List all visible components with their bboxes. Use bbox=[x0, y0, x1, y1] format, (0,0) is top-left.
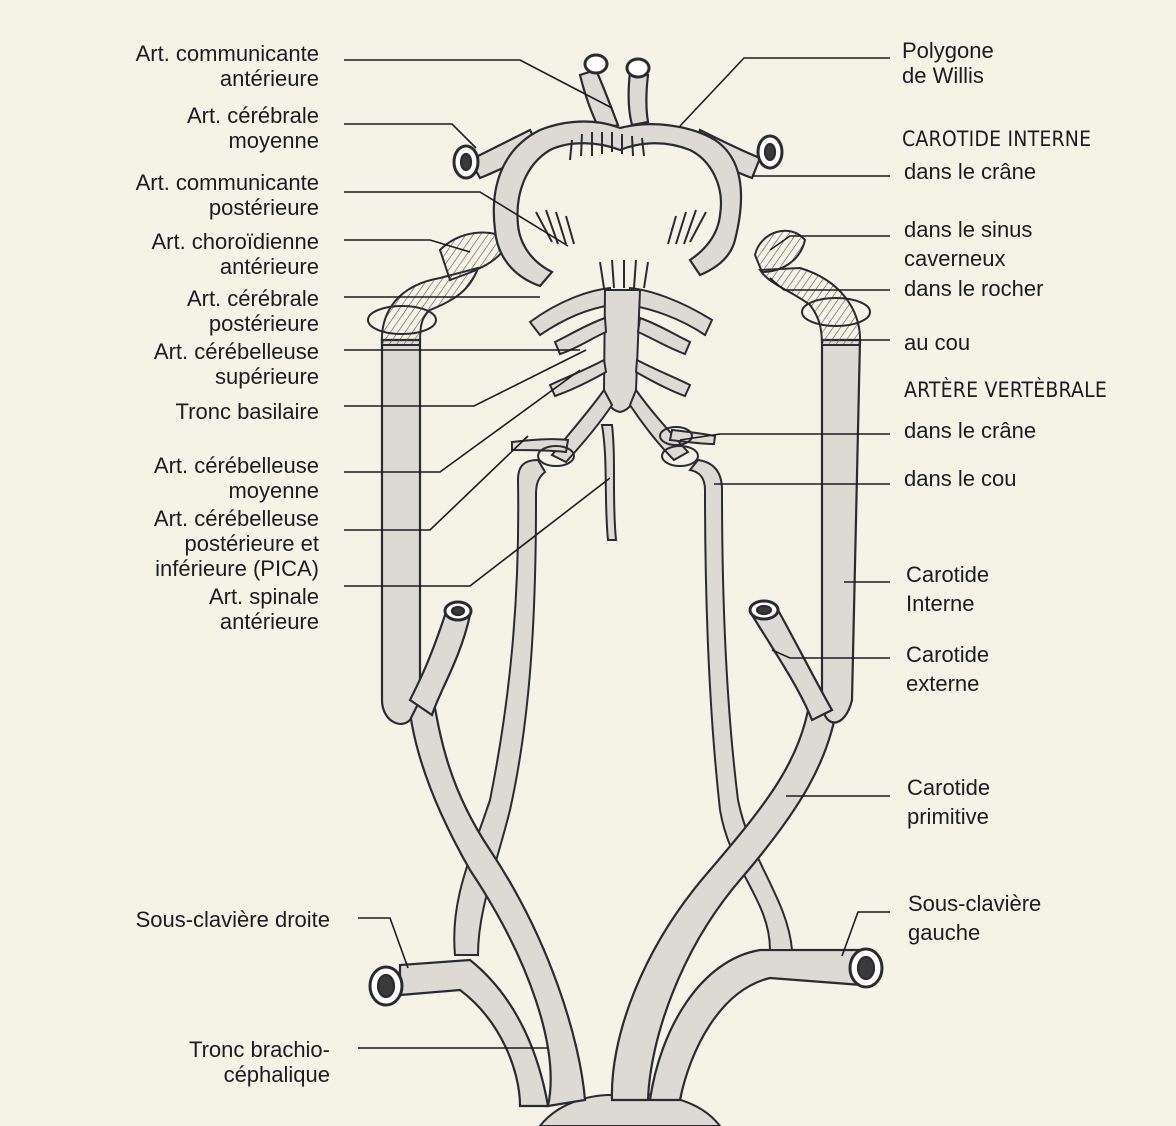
leader-sous-clav-d bbox=[358, 918, 408, 968]
leader-pica bbox=[344, 436, 528, 530]
label-sous-claviere-droite: Sous-clavière droite bbox=[136, 907, 330, 932]
willis-ring bbox=[494, 122, 741, 287]
label-ci-dans-le-rocher: dans le rocher bbox=[904, 276, 1043, 301]
label-cerebrale-posterieure: Art. cérébrale postérieure bbox=[187, 286, 319, 336]
left-cavernous-carotid bbox=[755, 231, 805, 272]
label-carotide-primitive: Carotide primitive bbox=[907, 775, 990, 829]
left-petrous-carotid bbox=[760, 268, 860, 345]
right-internal-carotid-neck bbox=[382, 340, 420, 724]
brachiocephalic-trunk bbox=[400, 960, 548, 1106]
label-choroidienne-anterieure: Art. choroïdienne antérieure bbox=[151, 229, 319, 279]
right-aica bbox=[550, 360, 606, 396]
label-av-dans-le-crane: dans le crâne bbox=[904, 418, 1036, 443]
left-internal-carotid-neck bbox=[822, 340, 860, 723]
leader-polygone bbox=[680, 58, 890, 126]
left-sca bbox=[638, 318, 690, 354]
left-external-carotid bbox=[752, 610, 832, 720]
label-cerebelleuse-superieure: Art. cérébelleuse supérieure bbox=[154, 339, 319, 389]
label-tronc-basilaire: Tronc basilaire bbox=[176, 399, 319, 424]
label-cerebelleuse-moyenne: Art. cérébelleuse moyenne bbox=[154, 453, 319, 503]
leader-lines bbox=[344, 58, 890, 1048]
label-tronc-brachio-cephalique: Tronc brachio- céphalique bbox=[189, 1037, 330, 1087]
left-aca bbox=[629, 72, 648, 125]
label-cerebrale-moyenne: Art. cérébrale moyenne bbox=[187, 103, 319, 153]
leader-comm-ant bbox=[344, 60, 612, 108]
label-artere-vertebrale-title: ARTÈRE VERTÈBRALE bbox=[904, 378, 1107, 403]
leader-cerebell-moy bbox=[344, 370, 580, 472]
label-ci-dans-le-crane: dans le crâne bbox=[904, 159, 1036, 184]
left-subclavian-group bbox=[650, 949, 882, 1100]
label-carotide-interne: Carotide Interne bbox=[906, 562, 989, 616]
label-ci-au-cou: au cou bbox=[904, 330, 970, 355]
left-aica bbox=[636, 360, 690, 396]
leader-tronc-bas bbox=[344, 350, 586, 406]
right-sca bbox=[555, 318, 606, 354]
right-common-carotid bbox=[408, 690, 585, 1106]
basilar-system bbox=[512, 288, 715, 540]
label-spinale-anterieure: Art. spinale antérieure bbox=[209, 584, 319, 634]
label-communicante-posterieure: Art. communicante postérieure bbox=[136, 170, 319, 220]
label-polygone-de-willis: Polygone de Willis bbox=[902, 38, 994, 88]
right-subclavian-group bbox=[370, 960, 548, 1106]
label-communicante-anterieure: Art. communicante antérieure bbox=[136, 41, 319, 91]
label-ci-sinus-caverneux: dans le sinus caverneux bbox=[904, 217, 1032, 271]
perforating-branches bbox=[536, 132, 706, 288]
label-carotide-externe: Carotide externe bbox=[906, 642, 989, 696]
label-pica: Art. cérébelleuse postérieure et inférie… bbox=[154, 506, 319, 581]
label-av-dans-le-cou: dans le cou bbox=[904, 466, 1017, 491]
circle-of-willis bbox=[454, 55, 782, 286]
label-sous-claviere-gauche: Sous-clavière gauche bbox=[908, 891, 1041, 945]
label-carotide-interne-title: CAROTIDE INTERNE bbox=[902, 127, 1091, 152]
leader-cereb-moy bbox=[344, 124, 476, 148]
